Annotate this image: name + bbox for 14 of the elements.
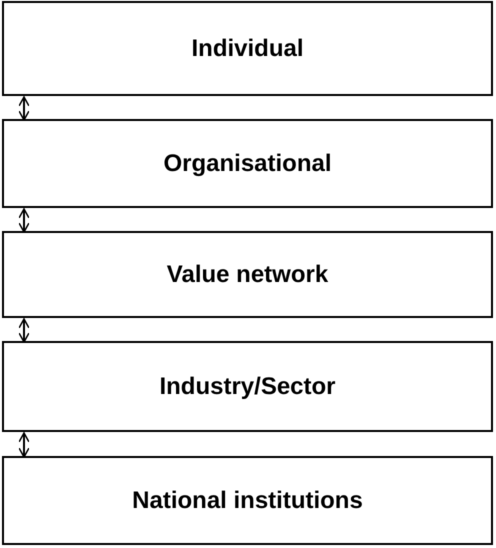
- level-box: [2, 1, 493, 96]
- double-arrow: [18, 96, 30, 121]
- level-box: [2, 341, 493, 432]
- level-box: [2, 456, 493, 545]
- level-box: [2, 119, 493, 208]
- level-label: National institutions: [132, 486, 363, 516]
- level-label: Value network: [166, 260, 328, 290]
- level-label: Industry/Sector: [159, 372, 336, 402]
- double-arrow: [18, 318, 30, 343]
- level-box: [2, 231, 493, 318]
- double-arrow: [18, 432, 30, 458]
- level-label: Organisational: [163, 148, 332, 178]
- double-arrow: [18, 208, 30, 233]
- level-label: Individual: [191, 34, 304, 64]
